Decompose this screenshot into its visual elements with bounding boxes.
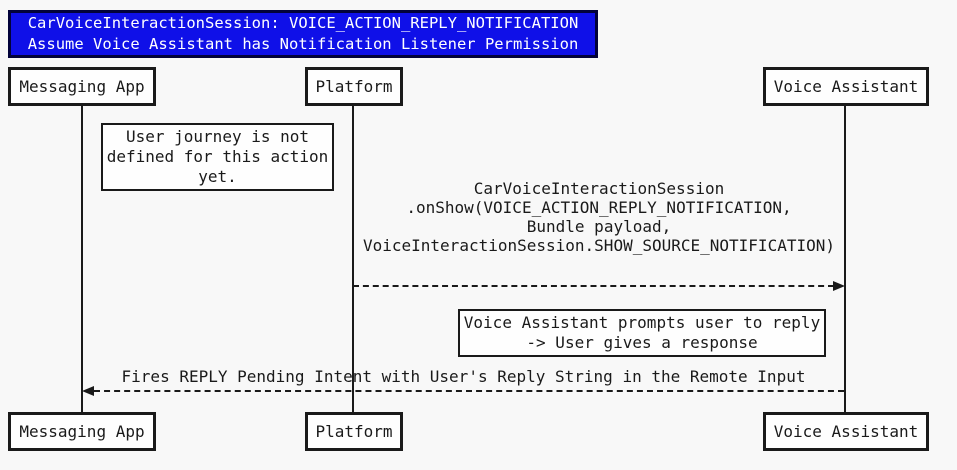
diagram-title-line-1: CarVoiceInteractionSession: VOICE_ACTION… <box>27 14 579 32</box>
participant-messaging-app-bottom: Messaging App <box>8 412 156 451</box>
participant-platform-bottom: Platform <box>305 412 403 451</box>
note-voice-assistant-prompts: Voice Assistant prompts user to reply ->… <box>458 309 826 357</box>
note-line: yet. <box>198 167 237 186</box>
participant-label: Platform <box>315 77 393 96</box>
lifeline-platform <box>352 106 354 412</box>
participant-label: Voice Assistant <box>773 77 919 96</box>
participant-label: Voice Assistant <box>773 422 919 441</box>
note-line: Voice Assistant prompts user to reply <box>463 313 821 332</box>
message-line: Bundle payload, <box>526 217 672 236</box>
participant-label: Messaging App <box>19 77 145 96</box>
lifeline-messaging-app <box>81 106 83 412</box>
participant-messaging-app-top: Messaging App <box>8 67 156 106</box>
message-line: CarVoiceInteractionSession <box>473 179 725 198</box>
message-fires-reply-label: Fires REPLY Pending Intent with User's R… <box>82 367 845 386</box>
arrowhead-left-icon <box>82 386 94 396</box>
message-onshow-label: CarVoiceInteractionSession .onShow(VOICE… <box>352 179 846 255</box>
note-user-journey: User journey is not defined for this act… <box>101 123 334 191</box>
participant-voice-assistant-bottom: Voice Assistant <box>763 412 929 451</box>
message-line: .onShow(VOICE_ACTION_REPLY_NOTIFICATION, <box>406 198 792 217</box>
arrow-onshow <box>353 285 834 287</box>
participant-platform-top: Platform <box>305 67 403 106</box>
diagram-title: CarVoiceInteractionSession: VOICE_ACTION… <box>8 10 598 58</box>
participant-label: Messaging App <box>19 422 145 441</box>
message-line: Fires REPLY Pending Intent with User's R… <box>121 367 806 386</box>
diagram-title-line-2: Assume Voice Assistant has Notification … <box>27 35 579 53</box>
note-line: User journey is not <box>125 127 310 146</box>
message-line: VoiceInteractionSession.SHOW_SOURCE_NOTI… <box>362 236 835 255</box>
note-line: -> User gives a response <box>526 333 758 352</box>
arrow-fires-reply <box>94 390 844 392</box>
arrowhead-right-icon <box>833 281 845 291</box>
participant-voice-assistant-top: Voice Assistant <box>763 67 929 106</box>
lifeline-voice-assistant <box>844 106 846 412</box>
note-line: defined for this action <box>106 147 329 166</box>
participant-label: Platform <box>315 422 393 441</box>
